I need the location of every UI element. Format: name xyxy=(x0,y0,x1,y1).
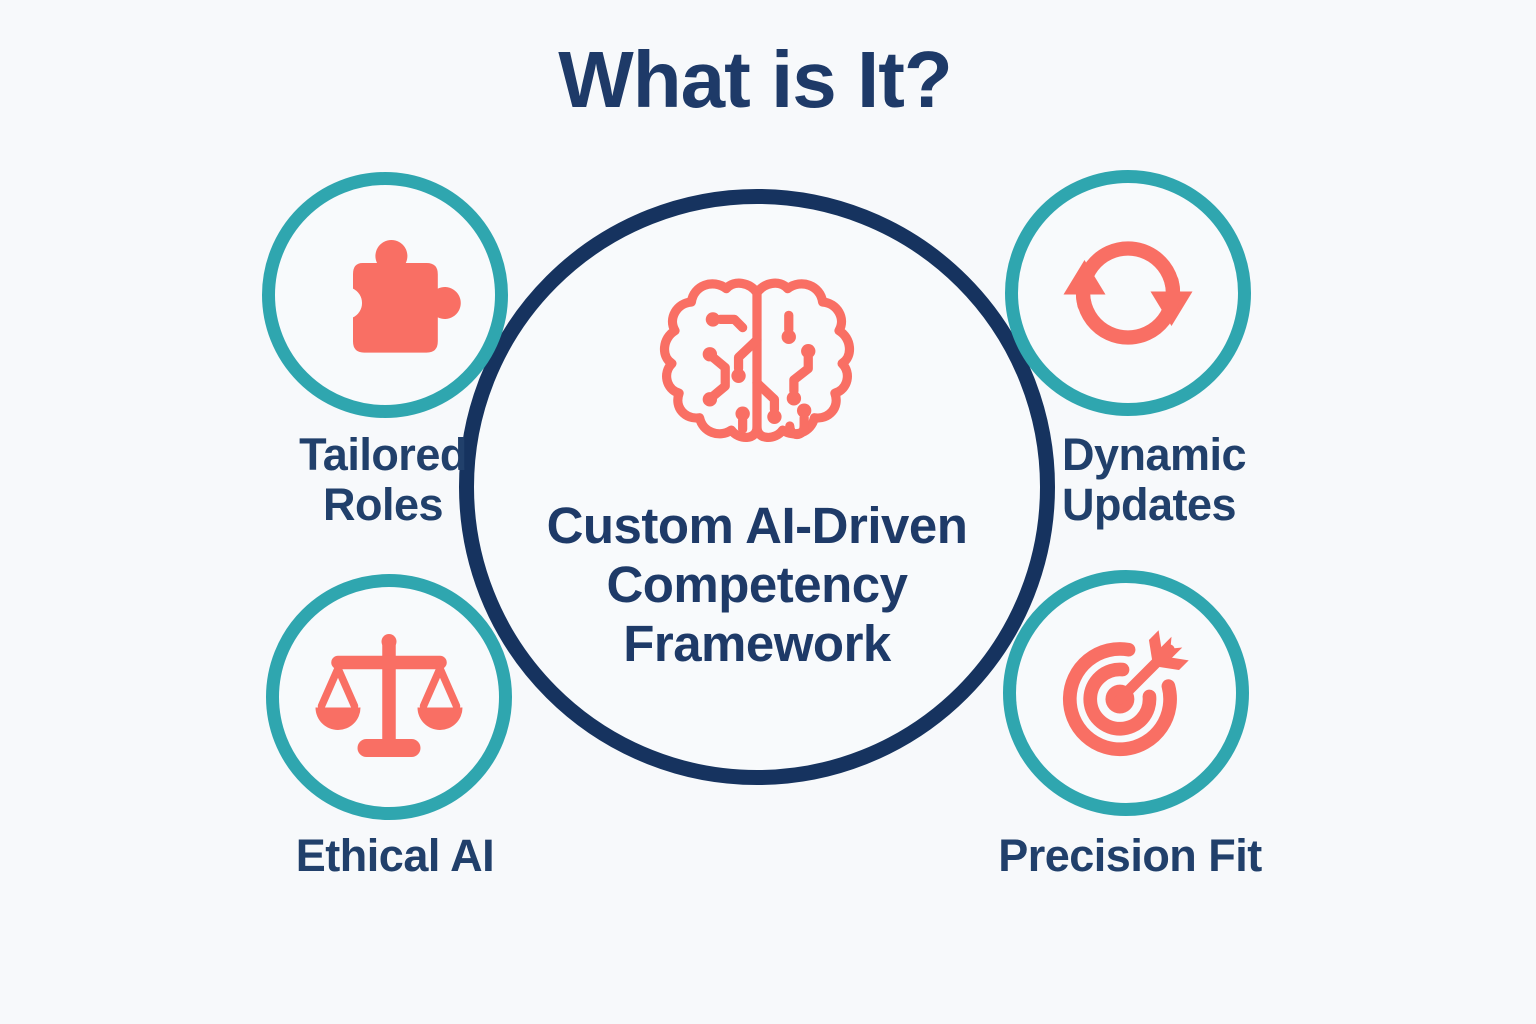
center-label-line-2: Competency xyxy=(606,556,908,614)
feature-label-dynamic-updates: Dynamic Updates xyxy=(1062,430,1382,529)
feature-label-line: Tailored xyxy=(299,429,467,480)
center-label-line-1: Custom AI-Driven xyxy=(546,497,968,554)
feature-circle-tailored-roles xyxy=(262,172,508,418)
brain-icon-wrap xyxy=(652,262,862,467)
puzzle-piece-icon xyxy=(353,240,461,353)
brain-circuit-icon xyxy=(660,278,854,443)
feature-circle-ethical-ai xyxy=(266,574,512,820)
feature-circle-dynamic-updates xyxy=(1005,170,1251,416)
feature-label-precision-fit: Precision Fit xyxy=(950,831,1310,881)
feature-label-line: Precision Fit xyxy=(998,830,1262,881)
feature-label-line: Updates xyxy=(1062,478,1237,530)
refresh-arrows-icon xyxy=(1063,241,1193,345)
feature-label-ethical-ai: Ethical AI xyxy=(245,831,545,881)
balance-scale-icon xyxy=(315,634,463,757)
feature-circle-precision-fit xyxy=(1003,570,1249,816)
feature-label-line: Ethical AI xyxy=(295,830,495,881)
feature-label-tailored-roles: Tailored Roles xyxy=(233,430,533,529)
feature-label-line: Roles xyxy=(322,478,444,530)
target-dart-icon xyxy=(1062,630,1189,757)
page-title: What is It? xyxy=(558,35,952,124)
center-label: Custom AI-Driven Competency Framework xyxy=(477,496,1037,673)
feature-label-line: Dynamic xyxy=(1062,429,1247,480)
center-label-line-3: Framework xyxy=(623,615,891,673)
